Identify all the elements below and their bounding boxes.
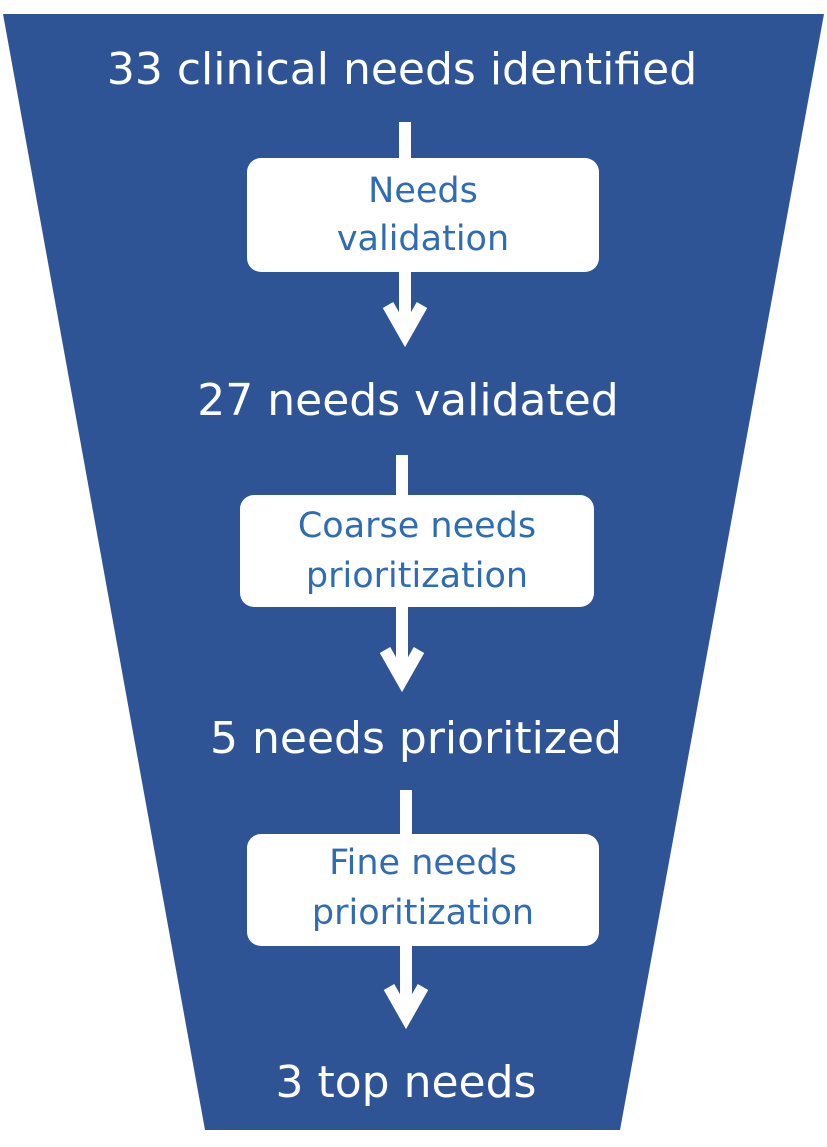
stage-label-validated: 27 needs validated xyxy=(197,375,618,426)
stage-label-top-needs: 3 top needs xyxy=(276,1057,537,1108)
step-box-fine-prioritization: Fine needs prioritization xyxy=(247,834,599,946)
stage-label-prioritized: 5 needs prioritized xyxy=(210,713,622,764)
step-label-line2: validation xyxy=(337,219,509,259)
step-label-line2: prioritization xyxy=(306,556,528,596)
step-label-line2: prioritization xyxy=(312,893,534,933)
stage-label-identified: 33 clinical needs identified xyxy=(107,44,697,95)
step-box-coarse-prioritization: Coarse needs prioritization xyxy=(240,495,594,607)
step-label-line1: Coarse needs xyxy=(298,506,536,546)
step-box-needs-validation: Needs validation xyxy=(247,158,599,272)
step-label-line1: Fine needs xyxy=(329,843,517,883)
step-label-line1: Needs xyxy=(368,171,478,211)
